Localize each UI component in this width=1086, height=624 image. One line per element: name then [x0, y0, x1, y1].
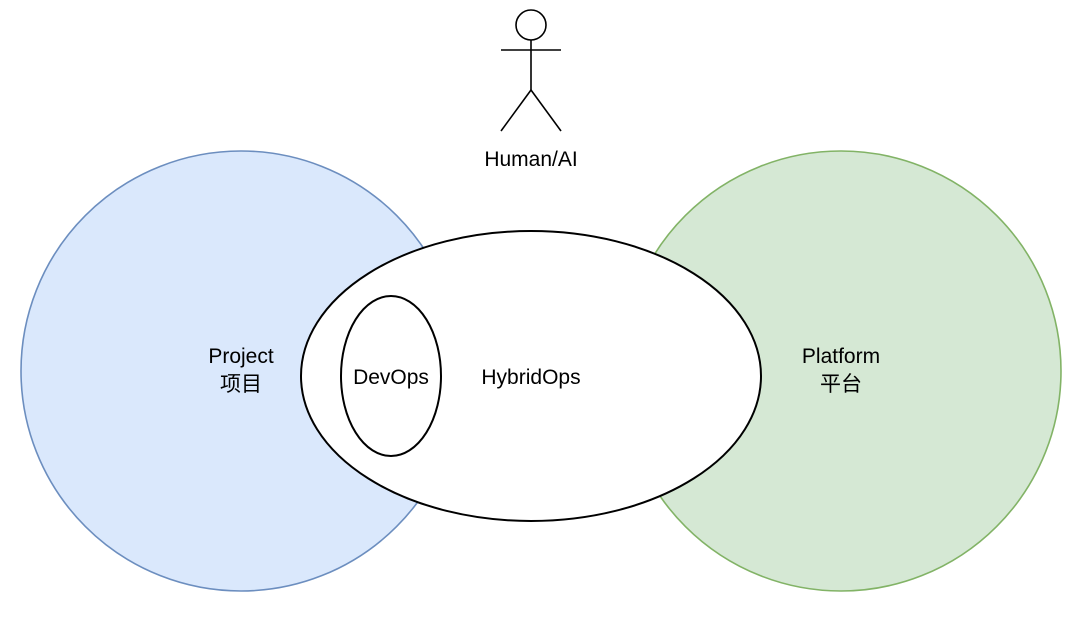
project-label-zh: 项目 — [220, 373, 262, 396]
project-label-en: Project — [208, 345, 274, 368]
platform-label-zh: 平台 — [820, 373, 862, 396]
human-ai-actor — [500, 9, 562, 132]
devops-label: DevOps — [353, 366, 429, 389]
devops-ellipse — [340, 295, 442, 457]
actor-left-leg — [500, 89, 532, 132]
hybridops-ellipse — [300, 230, 762, 522]
actor-label: Human/AI — [484, 148, 577, 171]
hybridops-label: HybridOps — [481, 366, 580, 389]
platform-label-en: Platform — [802, 345, 880, 368]
actor-right-leg — [530, 89, 562, 132]
actor-head — [515, 9, 547, 41]
